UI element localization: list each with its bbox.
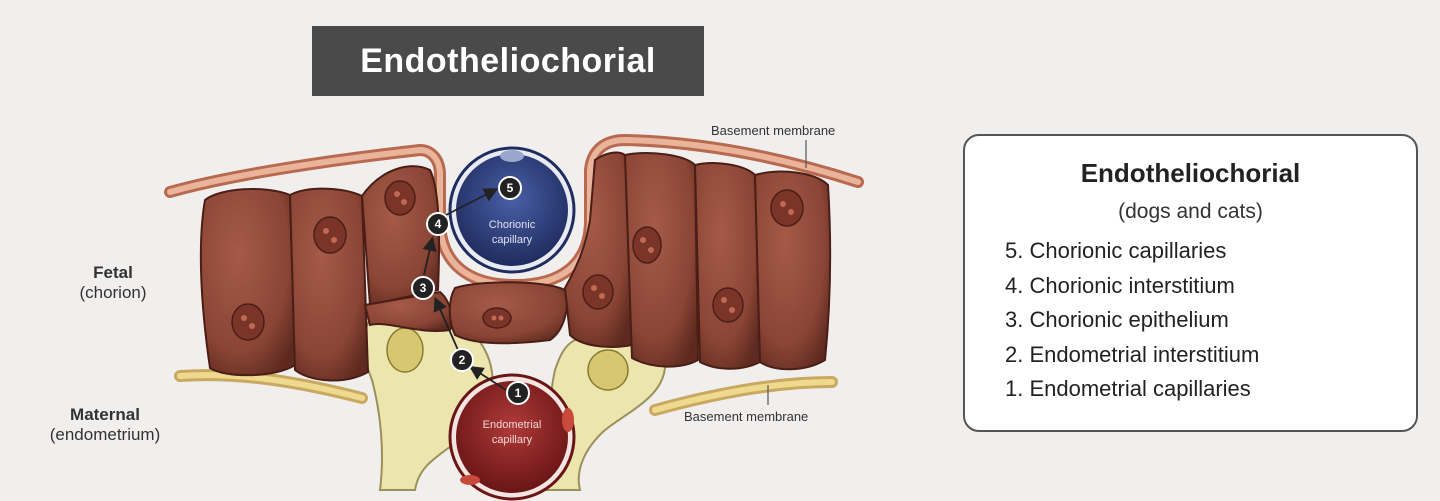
interstitium-nuclei bbox=[386, 327, 629, 391]
chorion-cell bbox=[288, 187, 370, 382]
legend-item: 5. Chorionic capillaries bbox=[1005, 238, 1227, 263]
chorionic-capillary: Chorionic capillary bbox=[448, 146, 576, 274]
step-1-number: 1 bbox=[515, 386, 522, 400]
step-5-number: 5 bbox=[507, 181, 514, 195]
chorion-cell bbox=[753, 170, 832, 371]
step-5-marker: 5 bbox=[498, 176, 522, 200]
chorionic-capillary-label-1: Chorionic bbox=[489, 219, 536, 231]
endometrial-capillary-label-1: Endometrial bbox=[483, 419, 542, 431]
legend-item: 1. Endometrial capillaries bbox=[1005, 376, 1251, 401]
maternal-label-main: Maternal bbox=[70, 405, 140, 424]
transfer-path bbox=[422, 188, 507, 391]
step-1-marker: 1 bbox=[506, 381, 530, 405]
endometrial-capillary-label-2: capillary bbox=[492, 434, 533, 446]
step-4-marker: 4 bbox=[426, 212, 450, 236]
fetal-label-sub: (chorion) bbox=[79, 283, 147, 302]
maternal-label-sub: (endometrium) bbox=[49, 425, 161, 444]
chorion-cell bbox=[563, 151, 634, 348]
step-4-number: 4 bbox=[435, 217, 442, 231]
legend-title: Endotheliochorial bbox=[1080, 158, 1301, 188]
basement-membrane-bottom-label: Basement membrane bbox=[684, 409, 808, 424]
legend-box: Endotheliochorial (dogs and cats) 5. Cho… bbox=[963, 134, 1418, 432]
step-3-number: 3 bbox=[420, 281, 427, 295]
step-2-number: 2 bbox=[459, 353, 466, 367]
step-3-marker: 3 bbox=[411, 276, 435, 300]
chorionic-epithelium-cells bbox=[199, 151, 832, 382]
legend-item: 4. Chorionic interstitium bbox=[1005, 272, 1235, 298]
chorion-cell bbox=[693, 162, 762, 370]
legend-subtitle: (dogs and cats) bbox=[1118, 200, 1263, 223]
chorion-cell bbox=[360, 165, 441, 307]
chorion-nuclei bbox=[231, 180, 804, 341]
legend-item: 3. Chorionic epithelium bbox=[1005, 307, 1229, 332]
fetal-label-main: Fetal bbox=[93, 263, 133, 282]
title-banner: Endotheliochorial bbox=[312, 26, 704, 96]
chorion-cell bbox=[199, 187, 297, 377]
legend-item: 2. Endometrial interstitium bbox=[1005, 341, 1260, 367]
step-2-marker: 2 bbox=[450, 348, 474, 372]
legend-list: 5. Chorionic capillaries 4. Chorionic in… bbox=[1005, 234, 1259, 407]
diagram-title: Endotheliochorial bbox=[360, 41, 656, 80]
fetal-label: Fetal (chorion) bbox=[58, 263, 168, 303]
maternal-label: Maternal (endometrium) bbox=[30, 405, 180, 445]
endometrial-capillary: Endometrial capillary bbox=[448, 373, 576, 501]
chorion-cell bbox=[623, 152, 700, 368]
basement-membrane-top-label: Basement membrane bbox=[711, 123, 835, 138]
chorionic-capillary-label-2: capillary bbox=[492, 234, 533, 246]
